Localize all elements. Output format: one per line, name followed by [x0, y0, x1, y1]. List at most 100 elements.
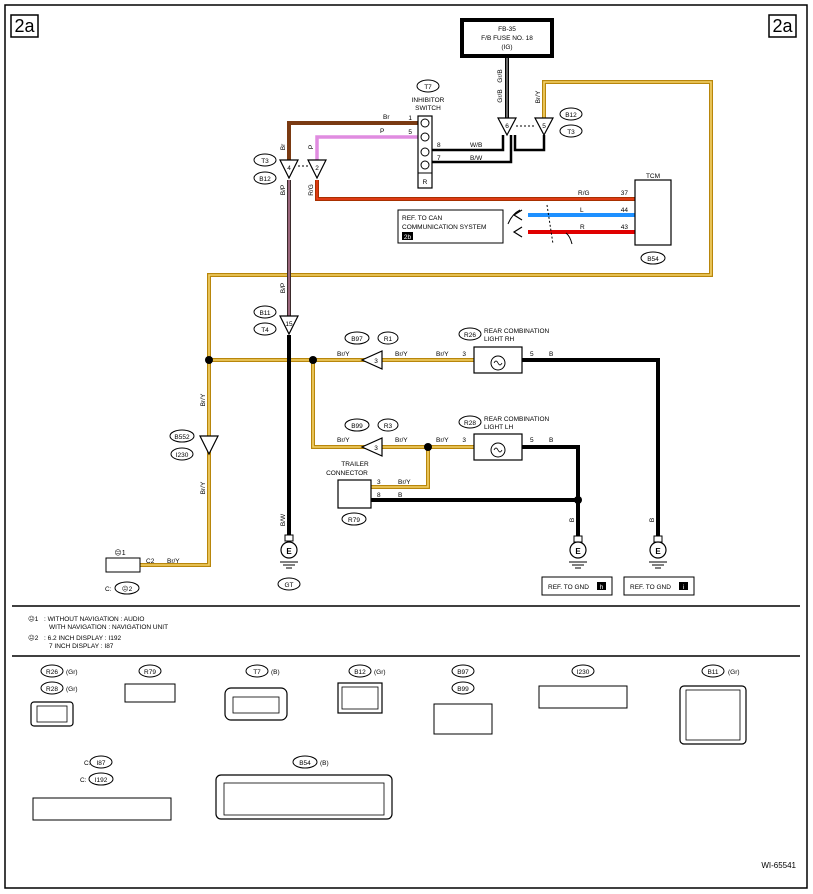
legend-i230-label: I230 — [577, 669, 590, 676]
trailer-line2: CONNECTOR — [326, 470, 368, 477]
legend-i192-ellipse — [88, 772, 114, 786]
inhibitor-contact — [420, 118, 430, 128]
label-bry-rh-2: Br/Y — [395, 351, 408, 358]
legend-b54-ellipse — [292, 755, 318, 769]
inhibitor-contact — [420, 160, 430, 170]
conn-b97-label: B97 — [351, 336, 363, 343]
inhibitor-line2: SWITCH — [415, 105, 441, 112]
conn-b54-ellipse — [640, 251, 666, 265]
inline-pin-15: 15 — [285, 321, 293, 328]
ground-i-e: E — [655, 547, 661, 556]
conn-r28-ellipse — [458, 415, 482, 429]
ground-ref-h-box — [541, 576, 613, 596]
legend-b99-ellipse — [451, 681, 475, 695]
inhibitor-contact — [420, 147, 430, 157]
legend-r79-label: R79 — [144, 669, 156, 676]
junction-dot — [574, 496, 582, 504]
legend-b97-ellipse — [451, 664, 475, 678]
bulb-rh-filament — [493, 360, 503, 366]
label-bry-vert-2: Br/Y — [200, 481, 207, 494]
inhibitor-code: T7 — [424, 84, 432, 91]
label-bry-rh-3: Br/Y — [436, 351, 449, 358]
legend-t7-label: T7 — [253, 669, 261, 676]
label-bry-trailer: Br/Y — [398, 479, 411, 486]
trailer-pin-8: 8 — [377, 492, 381, 499]
label-br-vert: Br — [280, 143, 287, 150]
inline-pin-4: 4 — [287, 165, 291, 172]
ground-gt-label: GT — [284, 582, 293, 589]
legend-b12: B12 (Gr) — [337, 664, 386, 714]
legend-r79: R79 — [124, 664, 176, 703]
inline-connector-5 — [534, 117, 554, 137]
label-bry-lh-3: Br/Y — [436, 437, 449, 444]
label-wb: W/B — [470, 142, 482, 149]
legend-b11-grid — [685, 689, 741, 741]
legend-r28-color: (Gr) — [66, 686, 78, 693]
conn-b12-ellipse — [559, 107, 583, 121]
figure-id: WI-65541 — [761, 861, 796, 870]
ground-ref-i-tag-box — [679, 582, 688, 590]
ground-h-icon — [569, 541, 587, 559]
legend-r28-label: R28 — [46, 686, 58, 693]
legend-i87-grid — [32, 797, 172, 821]
inhibitor-contact — [420, 132, 430, 142]
conn-b12-left-label: B12 — [259, 176, 271, 183]
legend-b97-b99: B97 B99 — [433, 664, 493, 735]
label-p: P — [380, 128, 384, 135]
inline-connector-b552 — [199, 435, 219, 456]
ground-h-clip — [573, 535, 583, 543]
ground-gt-ellipse — [277, 577, 301, 591]
ground-i-clip — [653, 535, 663, 543]
junction-dot — [205, 356, 213, 364]
tcm-pin-43: 43 — [621, 224, 629, 231]
note-2-line1: : 6.2 INCH DISPLAY : I192 — [44, 635, 121, 642]
can-ref-line1: REF. TO CAN — [402, 215, 443, 222]
tcm-pin-37: 37 — [621, 190, 629, 197]
trailer-line1: TRAILER — [341, 461, 369, 468]
bulb-lh-filament — [493, 447, 503, 453]
inhibitor-pin-8: 8 — [437, 142, 441, 149]
ground-ref-h-tag: h — [600, 584, 604, 591]
conn-b552-ellipse — [169, 429, 195, 443]
label-rg: R/G — [578, 190, 590, 197]
junction-dot — [309, 356, 317, 364]
inline-connector-rh — [360, 350, 383, 370]
conn-r26-label: R26 — [464, 332, 476, 339]
conn-b12-label: B12 — [565, 112, 577, 119]
wire-bw-t3 — [513, 135, 546, 152]
legend-r26-grid — [36, 705, 68, 723]
conn-t7-ellipse — [416, 79, 440, 93]
legend-b11-ellipse — [701, 664, 725, 678]
label-p-vert: P — [308, 145, 315, 149]
legend-i192-label: I192 — [95, 777, 108, 784]
fuse-line2: F/B FUSE NO. 18 — [481, 35, 533, 42]
can-ref-tag: 2b — [404, 234, 412, 241]
conn-r3-label: R3 — [384, 423, 393, 430]
legend-r79-ellipse — [138, 664, 162, 678]
legend-b54: B54 (B) — [215, 755, 393, 820]
legend-t7-ellipse — [245, 664, 269, 678]
can-ref-tag-box — [402, 232, 413, 240]
rear-rh-line2: LIGHT RH — [484, 336, 515, 343]
label-bry-lh-1: Br/Y — [337, 437, 350, 444]
legend-b54-grid — [223, 782, 385, 816]
legend-b97-label: B97 — [457, 669, 469, 676]
legend-i87-prefix: C: — [84, 760, 91, 767]
conn-t3-ellipse — [559, 124, 583, 138]
conn-r1-label: R1 — [384, 336, 393, 343]
ground-ref-h-tag-box — [597, 582, 606, 590]
label-l: L — [580, 207, 584, 214]
page-tag-right — [768, 14, 797, 38]
conn-t3-left-label: T3 — [261, 158, 269, 165]
note-1-mark: ☹1 — [28, 615, 39, 623]
label-r: R — [580, 224, 585, 231]
ground-gt-clip — [284, 534, 294, 542]
inhibitor-r: R — [423, 179, 428, 186]
conn-t4-ellipse — [253, 322, 277, 336]
inline-connector-6 — [497, 117, 517, 137]
conn-r26-ellipse — [458, 327, 482, 341]
label-bry-rh-1: Br/Y — [337, 351, 350, 358]
conn-t3-label: T3 — [567, 129, 575, 136]
wire-bry-lh — [311, 360, 474, 449]
